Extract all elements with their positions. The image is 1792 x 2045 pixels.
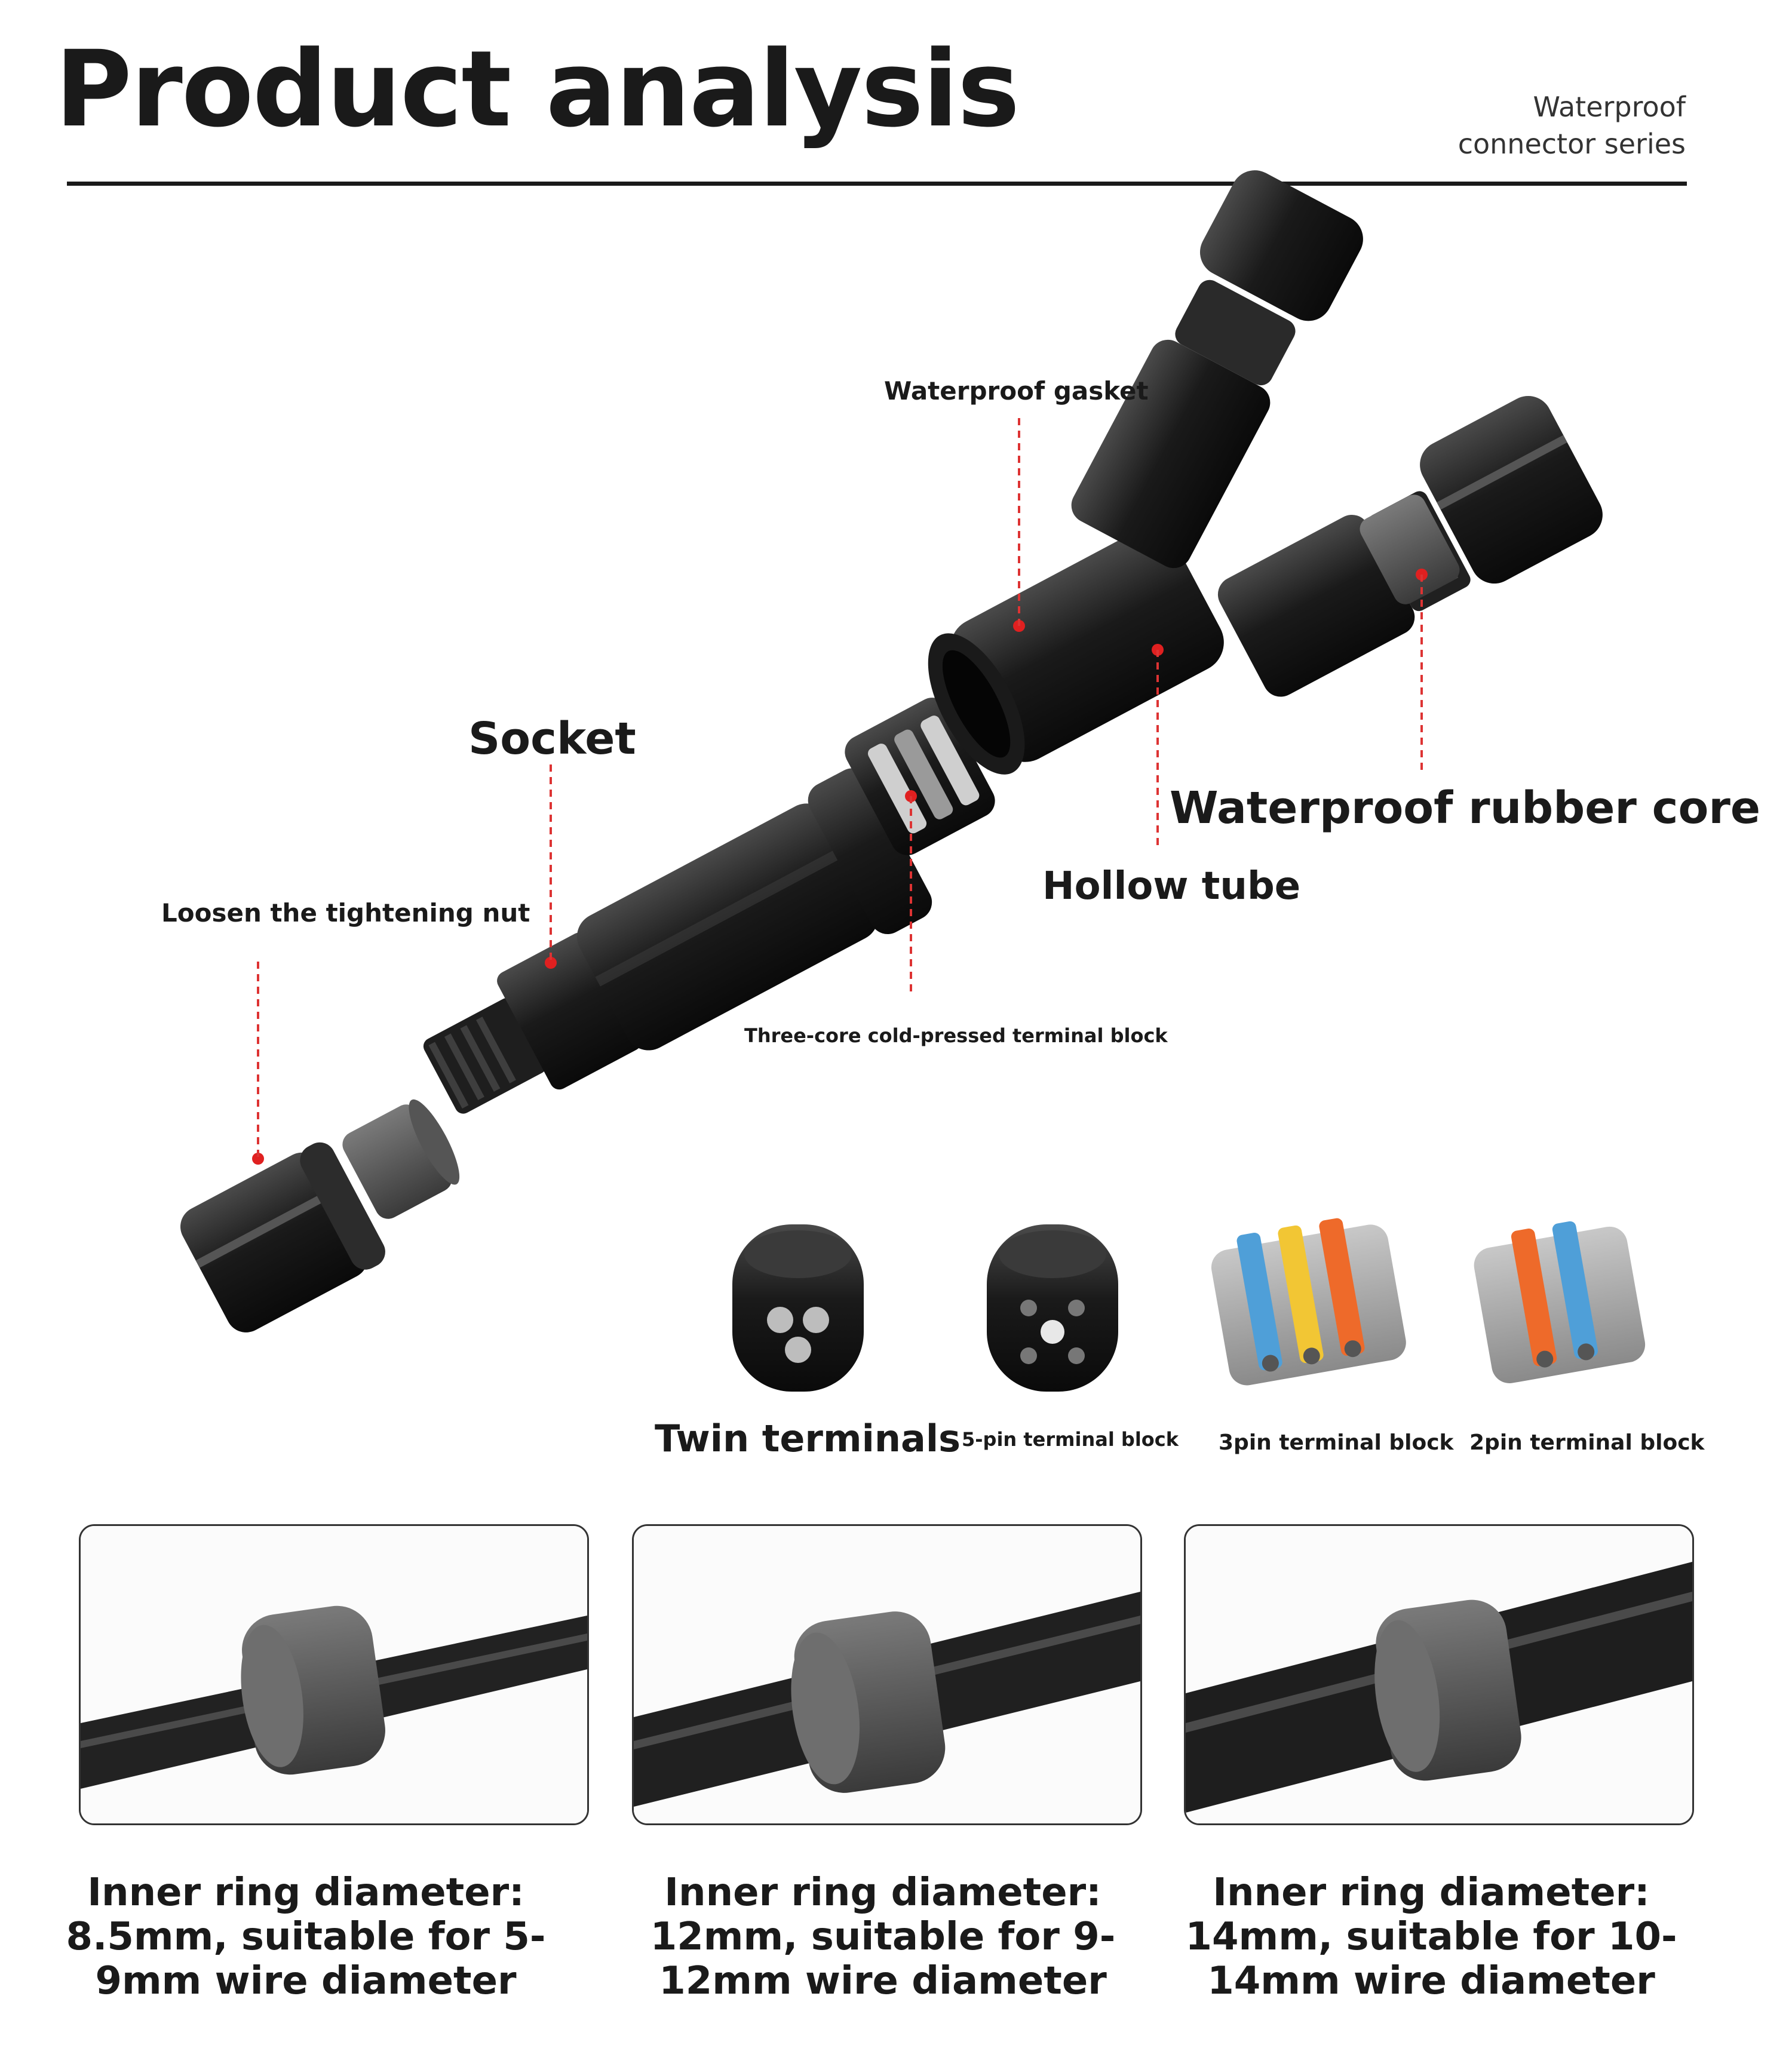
upper-branch [1071,170,1363,569]
label-socket: Socket [468,713,636,764]
label-5pin: 5-pin terminal block [962,1428,1179,1451]
right-branch [1217,491,1471,697]
exploded-connector-illustration [180,170,1646,1392]
twin-terminal-image [732,1224,864,1392]
ring-caption-12mm: Inner ring diameter: 12mm, suitable for … [650,1871,1116,2003]
ring-caption-8-5mm: Inner ring diameter: 8.5mm, suitable for… [66,1871,546,2003]
three-pin-lever-block-image [1211,1218,1406,1386]
page-title: Product analysis [55,28,1020,151]
two-pin-lever-block-image [1474,1221,1646,1383]
socket-body [423,768,932,1114]
callout-dot-nut [252,1153,264,1165]
ring-card-12mm [632,1524,1142,1825]
header-divider [67,182,1687,186]
ring-card-8-5mm [79,1524,589,1825]
label-twin-terminals: Twin terminals [655,1417,961,1460]
cable-ring-illustration [1186,1526,1692,1823]
left-gasket [342,1099,460,1219]
five-pin-terminal-image [987,1224,1118,1392]
cable-ring-illustration [81,1526,587,1823]
right-gasket [1360,495,1460,604]
label-waterproof-gasket: Waterproof gasket [884,376,1149,406]
hollow-tube-y-body [928,528,1224,775]
right-tightening-nut [1420,395,1603,584]
label-terminal-block: Three-core cold-pressed terminal block [744,1024,1168,1047]
callout-dot-socket [545,957,557,969]
series-subtitle: Waterproof connector series [1458,88,1686,162]
subtitle-line-2: connector series [1457,128,1686,160]
label-2pin: 2pin terminal block [1469,1430,1705,1455]
ring-caption-14mm: Inner ring diameter: 14mm, suitable for … [1185,1871,1677,2003]
callout-leaders [257,418,1423,1159]
left-tightening-nut [180,1142,385,1332]
cable-ring-illustration [634,1526,1140,1823]
subtitle-line-1: Waterproof [1533,91,1686,123]
ring-card-14mm [1184,1524,1694,1825]
label-3pin: 3pin terminal block [1219,1430,1454,1455]
label-loosen-nut: Loosen the tightening nut [161,898,530,928]
label-hollow-tube: Hollow tube [1042,864,1301,908]
label-waterproof-rubber-core: Waterproof rubber core [1170,782,1761,834]
